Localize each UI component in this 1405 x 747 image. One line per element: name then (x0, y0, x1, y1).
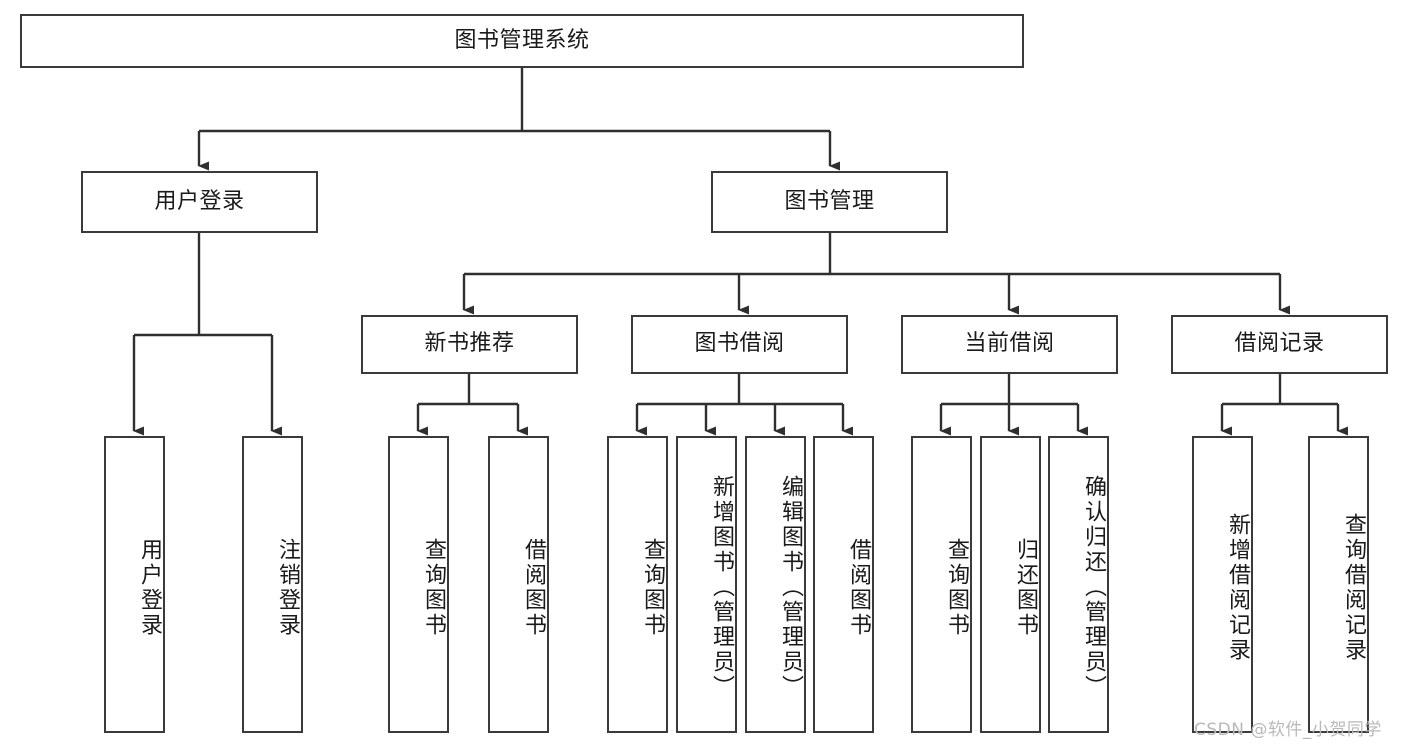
node-leaf-edit-book-admin[interactable]: 编辑图书（管理员） (745, 436, 806, 733)
node-leaf-borrow-book[interactable]: 借阅图书 (813, 436, 874, 733)
node-leaf-return-book[interactable]: 归还图书 (980, 436, 1041, 733)
node-book-borrow[interactable]: 图书借阅 (631, 315, 848, 374)
node-leaf-query-book-recommend[interactable]: 查询图书 (388, 436, 449, 733)
node-leaf-query-book-borrow[interactable]: 查询图书 (607, 436, 668, 733)
node-root-book-management-system[interactable]: 图书管理系统 (20, 14, 1024, 68)
node-leaf-add-borrow-record[interactable]: 新增借阅记录 (1192, 436, 1253, 733)
node-book-manage[interactable]: 图书管理 (711, 171, 948, 233)
node-leaf-add-book-admin[interactable]: 新增图书（管理员） (676, 436, 737, 733)
node-leaf-user-logout[interactable]: 注销登录 (242, 436, 303, 733)
watermark-csdn: CSDN @软件_小贺同学 (1194, 720, 1382, 740)
node-leaf-confirm-return-admin[interactable]: 确认归还（管理员） (1048, 436, 1109, 733)
node-leaf-query-borrow-record[interactable]: 查询借阅记录 (1308, 436, 1369, 733)
node-borrow-record[interactable]: 借阅记录 (1171, 315, 1388, 374)
node-leaf-query-book-current[interactable]: 查询图书 (911, 436, 972, 733)
node-user-login[interactable]: 用户登录 (81, 171, 318, 233)
node-current-borrow[interactable]: 当前借阅 (901, 315, 1118, 374)
node-leaf-borrow-book-recommend[interactable]: 借阅图书 (488, 436, 549, 733)
node-new-book-recommend[interactable]: 新书推荐 (361, 315, 578, 374)
node-leaf-user-login[interactable]: 用户登录 (104, 436, 165, 733)
